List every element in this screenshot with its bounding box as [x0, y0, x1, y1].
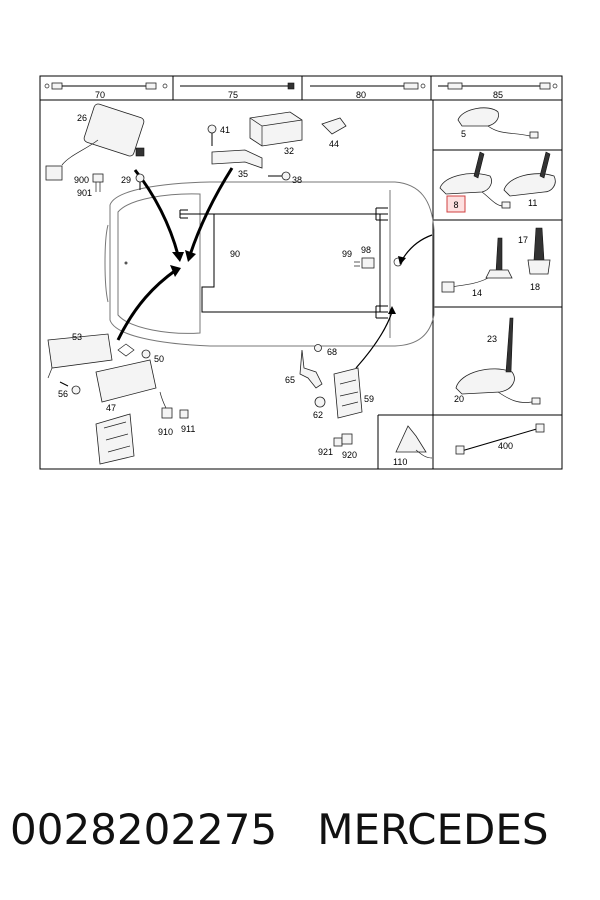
callout-59: 59 — [364, 394, 374, 404]
part-5-antenna — [457, 107, 539, 139]
part-110-shark-fin-antenna — [395, 425, 433, 459]
callout-29: 29 — [121, 175, 131, 185]
callout-56: 56 — [58, 389, 68, 399]
cable-70: 70 — [44, 82, 168, 100]
callout-11: 11 — [528, 198, 537, 208]
part-920-connector — [341, 433, 353, 445]
callout-921: 921 — [318, 447, 333, 457]
cable-length-85: 85 — [493, 90, 503, 100]
part-400-cable — [455, 423, 545, 455]
callout-900: 900 — [74, 175, 89, 185]
part-910-connector — [159, 391, 173, 419]
part-911-clip — [179, 409, 189, 419]
part-caption: 0028202275 MERCEDES — [0, 795, 600, 865]
part-module-lower — [95, 413, 135, 465]
callout-32: 32 — [284, 146, 294, 156]
cable-75: 75 — [180, 82, 295, 100]
cable-length-80: 80 — [356, 90, 366, 100]
callout-41: 41 — [220, 125, 230, 135]
callout-38: 38 — [292, 175, 302, 185]
cable-80: 80 — [310, 82, 426, 100]
callout-99: 99 — [342, 249, 352, 259]
part-23-antenna-mast — [505, 317, 514, 373]
part-68-screw — [314, 344, 322, 352]
callout-65: 65 — [285, 375, 295, 385]
part-20-roof-antenna — [455, 368, 541, 405]
callout-911: 911 — [181, 424, 195, 434]
parts-diagram: 70 75 80 85 — [39, 75, 563, 470]
part-900-connector — [92, 173, 104, 192]
callout-901: 901 — [77, 188, 92, 198]
callout-35: 35 — [238, 169, 248, 179]
callout-110: 110 — [393, 457, 407, 467]
callout-400: 400 — [498, 441, 513, 451]
part-11-antenna — [503, 151, 556, 197]
part-921-connector — [333, 437, 343, 447]
callout-17: 17 — [518, 235, 528, 245]
callout-90: 90 — [230, 249, 240, 259]
part-8-antenna — [439, 151, 511, 209]
wiring-harness — [179, 207, 403, 319]
part-26-antenna-module — [45, 103, 145, 181]
part-35-bracket — [211, 149, 263, 169]
callout-62: 62 — [313, 410, 323, 420]
callout-50: 50 — [154, 354, 164, 364]
callout-920: 920 — [342, 450, 357, 460]
cable-length-70: 70 — [95, 90, 105, 100]
part-44-clip — [321, 117, 347, 135]
part-17-antenna-rod — [533, 227, 545, 261]
callout-68: 68 — [327, 347, 337, 357]
part-62-grommet — [314, 396, 326, 408]
callout-8: 8 — [453, 200, 458, 210]
part-56-screw — [59, 381, 81, 395]
callout-53: 53 — [72, 332, 82, 342]
part-38-bolt — [268, 171, 291, 181]
part-number: 0028202275 — [10, 805, 278, 854]
callout-98: 98 — [361, 245, 371, 255]
part-41-screw — [207, 124, 217, 146]
callout-20: 20 — [454, 394, 464, 404]
part-18-antenna-base — [527, 259, 551, 275]
callout-14: 14 — [472, 288, 482, 298]
brand-name: MERCEDES — [317, 805, 549, 854]
part-14-antenna-rod — [441, 237, 513, 293]
part-32-receiver — [249, 111, 303, 147]
part-65-bracket — [299, 349, 323, 389]
callout-23: 23 — [487, 334, 497, 344]
callout-910: 910 — [158, 427, 173, 437]
callout-47: 47 — [106, 403, 116, 413]
part-53-bracket — [47, 333, 113, 379]
part-47-module — [95, 343, 157, 403]
callout-18: 18 — [530, 282, 540, 292]
cable-length-75: 75 — [228, 90, 238, 100]
callout-5: 5 — [461, 129, 466, 139]
part-29-screw — [135, 173, 145, 190]
callout-44: 44 — [329, 139, 339, 149]
part-50-screw — [141, 349, 151, 359]
callout-8-highlight — [446, 195, 466, 213]
part-59-module — [333, 367, 363, 419]
callout-26: 26 — [77, 113, 87, 123]
cable-85: 85 — [438, 82, 558, 100]
